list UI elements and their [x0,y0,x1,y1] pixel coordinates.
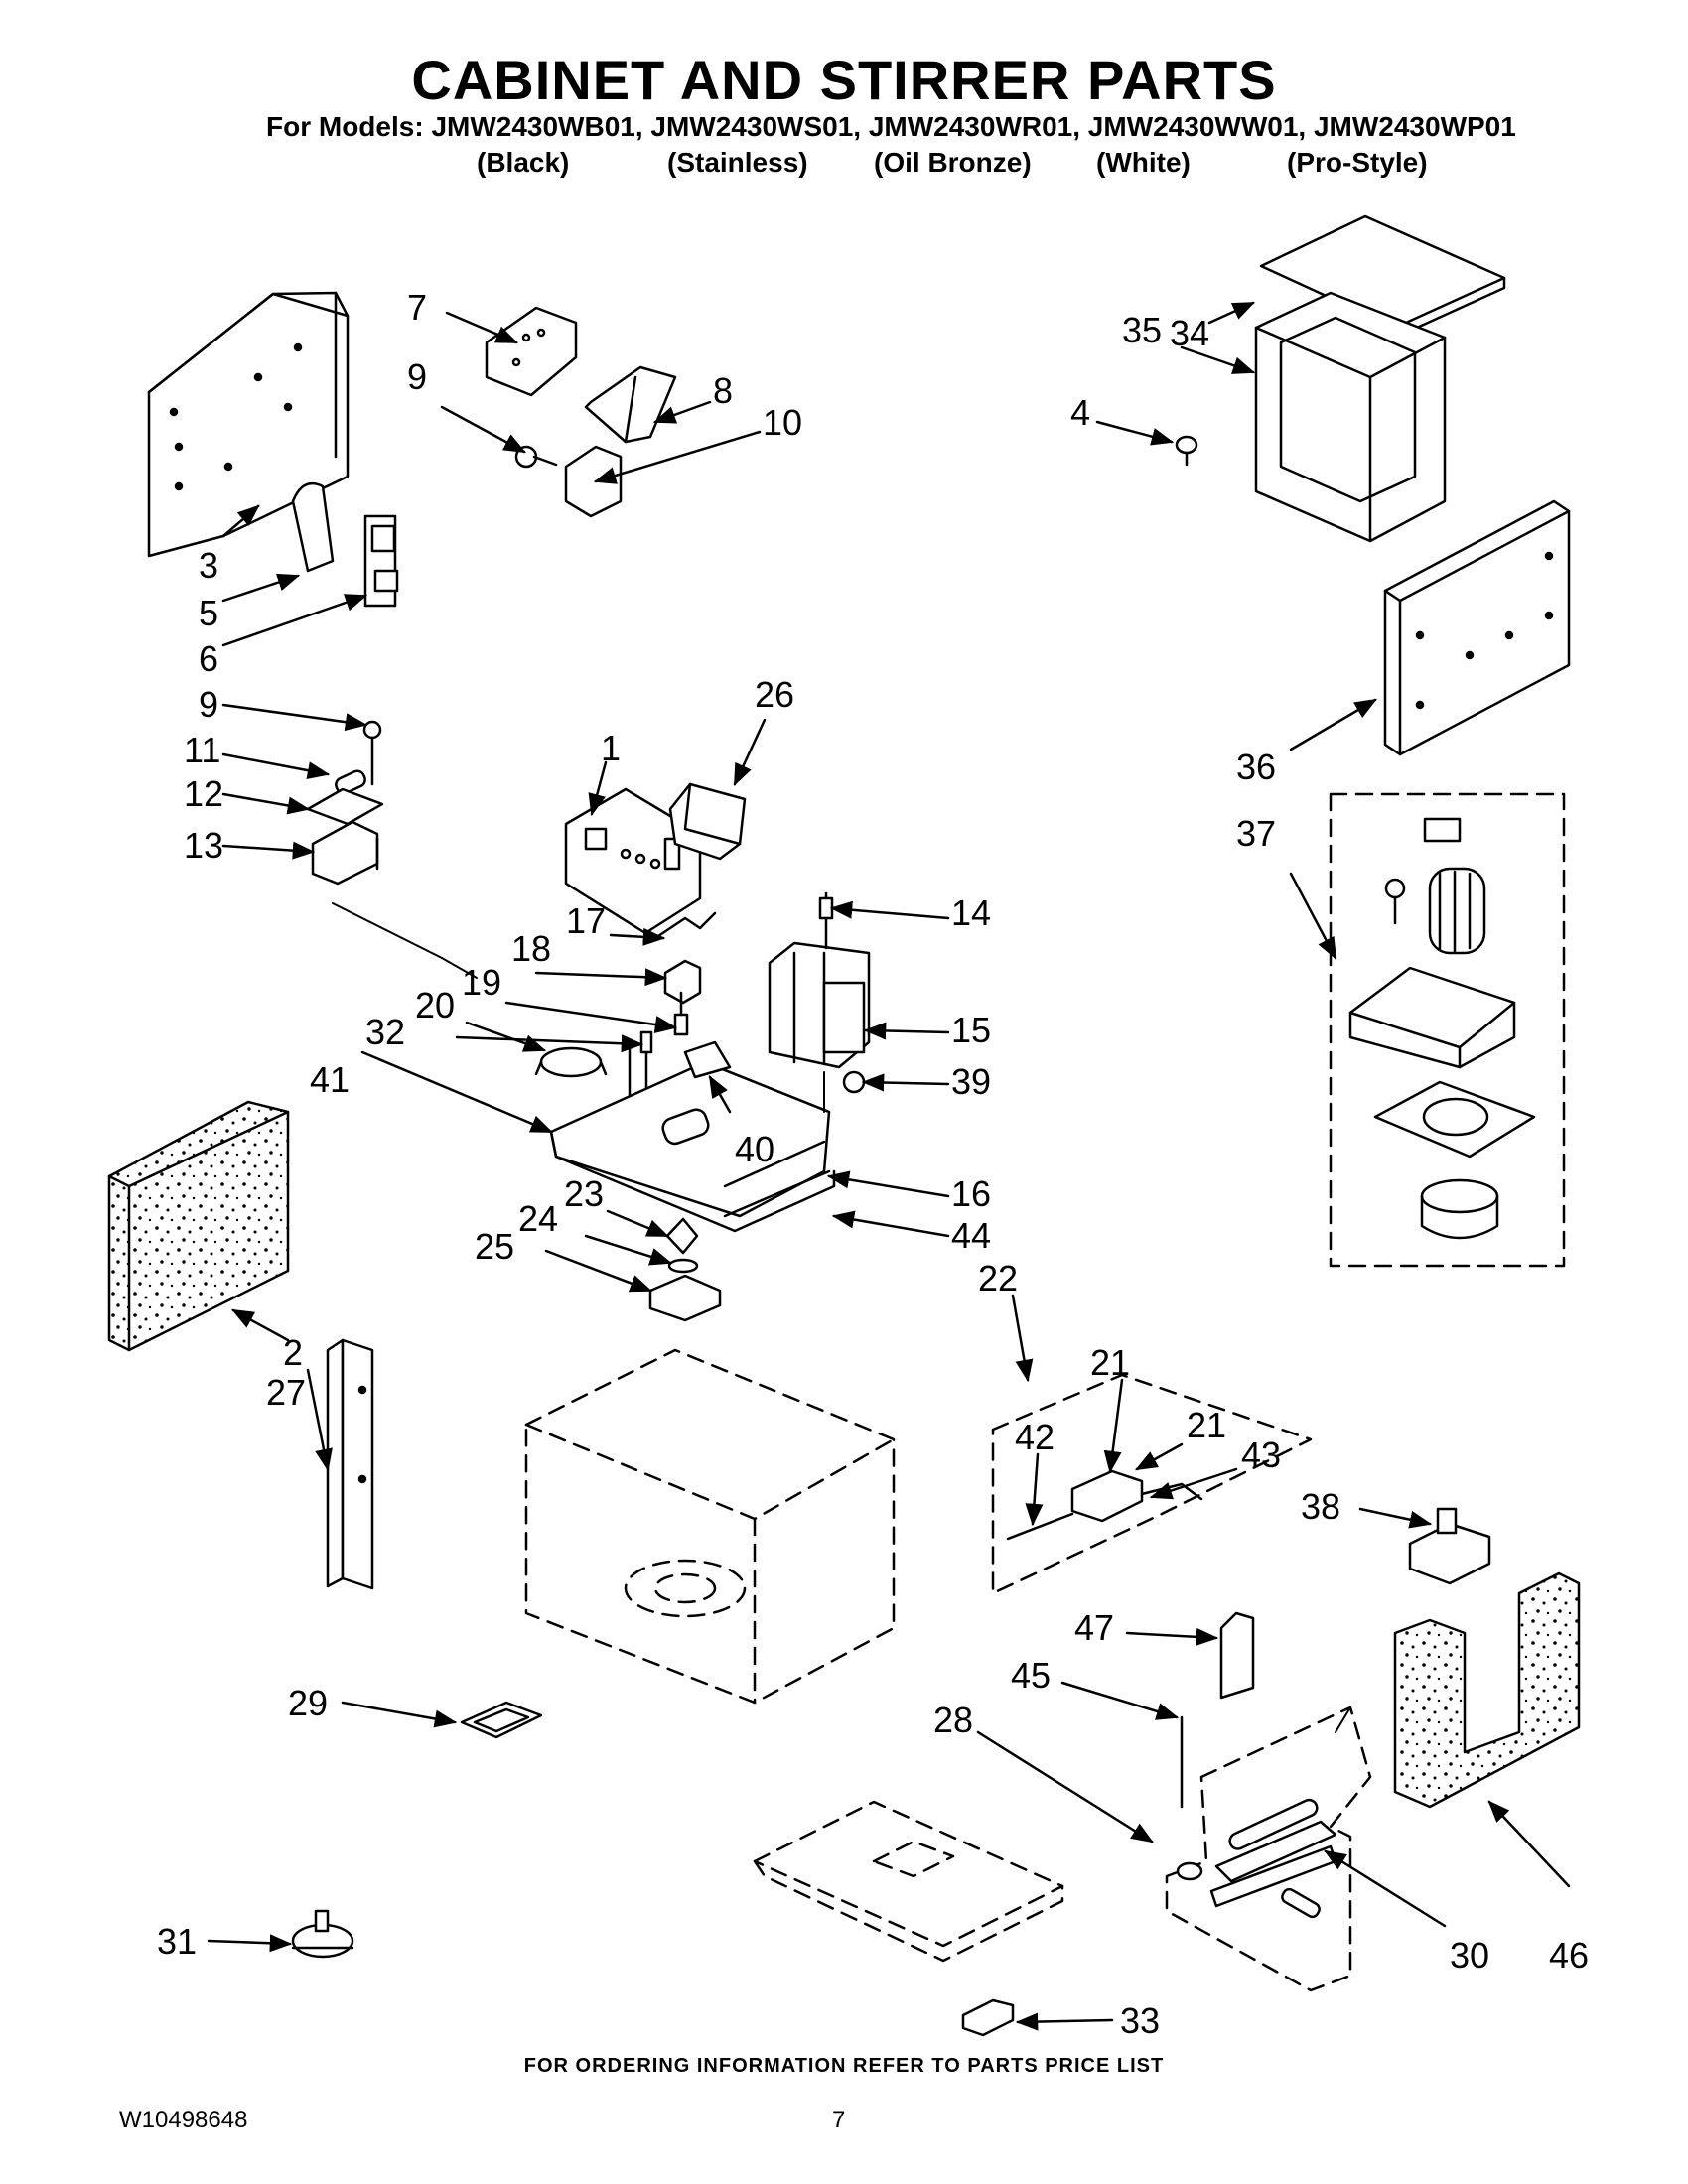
callout: 3 [199,545,218,586]
screw-part [514,445,558,469]
harness-assembly-dashed [991,1373,1313,1595]
callout-labels: 7 9 8 10 3 5 6 9 11 12 13 26 1 17 14 18 … [157,287,1589,2041]
models-line: For Models: JMW2430WB01, JMW2430WS01, JM… [266,111,1516,142]
callout: 28 [933,1700,973,1740]
callout: 17 [566,900,606,941]
callout: 11 [184,730,220,770]
ordering-info-note: FOR ORDERING INFORMATION REFER TO PARTS … [523,2055,1165,2077]
callout: 12 [184,773,223,814]
callout: 39 [951,1061,991,1102]
callout: 15 [951,1010,991,1050]
grommet-part [460,1701,543,1739]
color-label-stainless: (Stainless) [667,147,808,178]
callout: 38 [1301,1486,1340,1527]
vertical-trim-part [326,1338,374,1590]
folded-bracket-part [584,365,677,444]
callout: 19 [462,962,501,1003]
vent-frame-part [1254,291,1447,543]
drive-assembly-parts [1165,1611,1372,1992]
callout: 47 [1074,1607,1114,1648]
leader-lines [207,301,1571,2031]
color-label-oil-bronze: (Oil Bronze) [874,147,1032,178]
callout: 27 [266,1372,306,1413]
callout: 30 [1450,1935,1489,1976]
callout: 43 [1241,1434,1281,1475]
callout: 13 [184,825,223,866]
callout: 21 [1187,1405,1226,1445]
stirrer-cover-part [549,1040,836,1233]
callout: 26 [755,674,794,715]
callout: 36 [1236,747,1276,787]
callout: 31 [157,1921,197,1962]
callout: 25 [475,1226,514,1267]
right-side-panel-part [1383,499,1571,756]
callout: 32 [365,1012,405,1052]
stirrer-motor-part [291,1909,354,1959]
fan-assembly-dashed [1329,792,1566,1268]
stirrer-blade-parts [648,1217,722,1322]
callout: 23 [564,1173,604,1214]
callout: 40 [735,1129,774,1169]
callout: 6 [199,638,218,679]
callout: 24 [518,1198,558,1239]
callout: 7 [407,287,427,328]
color-label-pro-style: (Pro-Style) [1287,147,1428,178]
wire-cover-and-board-part [291,481,399,608]
callout: 18 [511,928,551,969]
callout: 45 [1011,1655,1051,1696]
color-label-black: (Black) [477,147,570,178]
page-title: CABINET AND STIRRER PARTS [411,49,1277,111]
callout: 33 [1120,2000,1160,2041]
control-plate-part [485,306,578,397]
callout: 46 [1549,1935,1589,1976]
left-insulation-panel-part [107,1100,290,1352]
callout: 10 [763,402,802,443]
callout: 29 [288,1683,328,1723]
callout: 34 [1170,313,1209,353]
callout: 42 [1015,1417,1055,1457]
callout: 41 [310,1059,350,1100]
fuse-and-bracket-parts [306,720,384,886]
clip-4-part [1175,435,1198,467]
u-insulation-part [1393,1571,1581,1809]
callout: 9 [199,684,218,725]
thermostat-part [534,1046,608,1078]
callout: 21 [1090,1342,1130,1383]
bottom-tray-dashed [753,1800,1064,1963]
control-board-part [564,787,702,935]
callout: 16 [951,1173,991,1214]
switch-part [564,445,623,518]
callout: 22 [978,1258,1018,1298]
callout: 1 [601,728,621,768]
connector-lines [332,902,1351,1733]
clip-33-part [961,1998,1015,2037]
callout: 37 [1236,813,1276,854]
callout: 8 [713,370,733,411]
sensor-board-part [1408,1507,1491,1585]
callout: 2 [283,1332,303,1373]
magnet-block-part [668,782,747,861]
page-number: 7 [832,2107,846,2133]
oven-cavity-dashed [524,1348,896,1705]
color-label-white: (White) [1096,147,1191,178]
callout: 14 [951,892,991,933]
callout: 20 [415,985,455,1025]
document-number: W10498648 [119,2107,248,2133]
callout: 5 [199,593,218,633]
callout: 44 [951,1215,991,1256]
callout: 4 [1070,392,1090,433]
transformer-part [768,891,871,1069]
callout: 9 [407,356,427,397]
callout: 35 [1122,310,1162,350]
